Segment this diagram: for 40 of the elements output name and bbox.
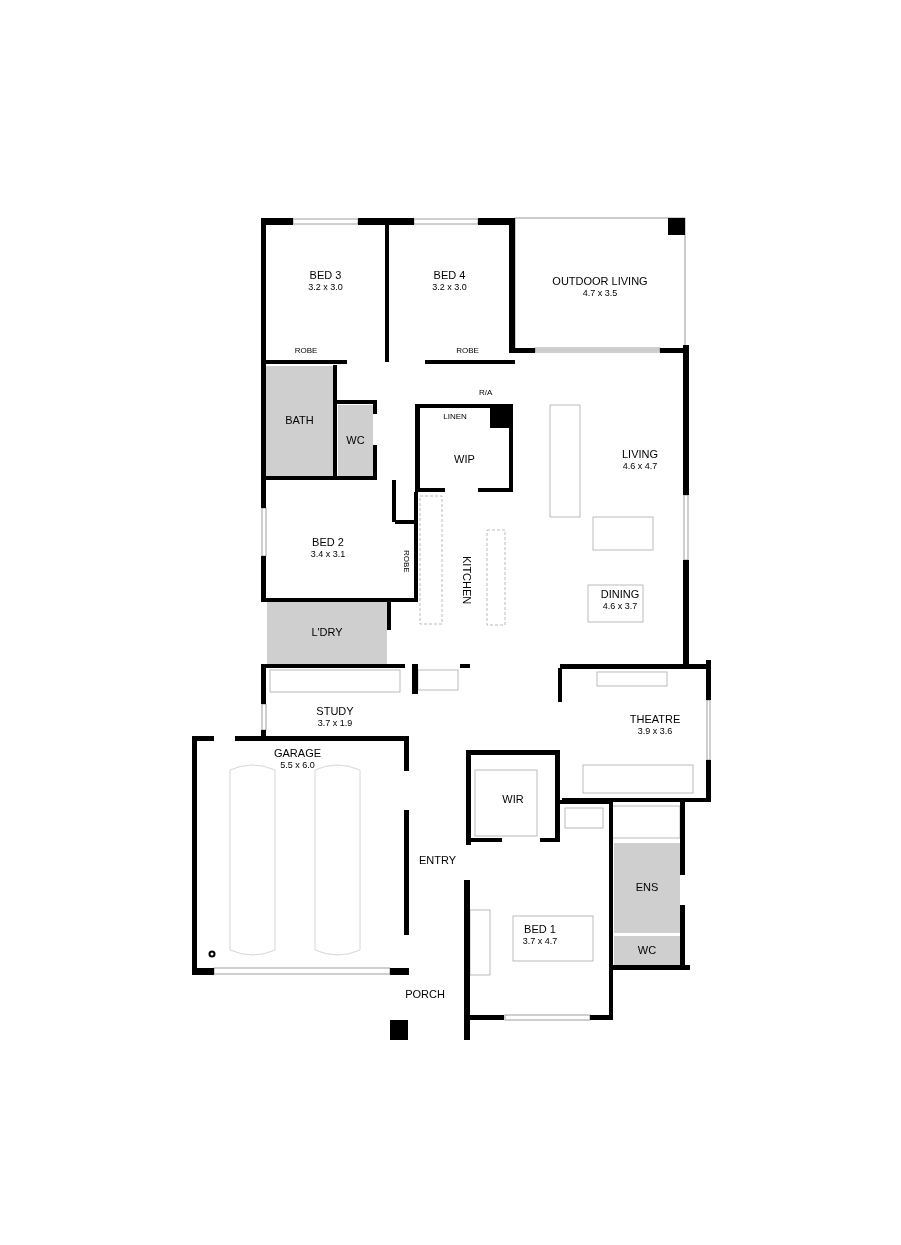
room-name: WC — [637, 943, 657, 958]
room-dimensions: 5.5 x 6.0 — [280, 760, 315, 772]
wet-room — [267, 602, 387, 664]
room-dimensions: 3.2 x 3.0 — [432, 282, 467, 294]
room-dimensions: 3.2 x 3.0 — [308, 282, 343, 294]
return-air-label: R/A — [479, 389, 493, 397]
room-dimensions: 4.7 x 3.5 — [582, 288, 618, 300]
room-name: STUDY — [316, 704, 354, 719]
room-dimensions: 4.6 x 4.7 — [622, 461, 658, 473]
room-name: BED 3 — [309, 268, 342, 283]
room-name: LIVING — [621, 447, 659, 462]
room-name: OUTDOOR LIVING — [552, 274, 648, 289]
room-name: ROBE — [401, 549, 411, 573]
room-name: BATH — [285, 414, 314, 428]
room-name: ROBE — [456, 345, 479, 356]
room-name: WIP — [454, 453, 475, 467]
room-name: THEATRE — [629, 712, 681, 727]
room-name: ENTRY — [418, 854, 457, 868]
room-name: BED 2 — [312, 535, 344, 550]
room-name: BED 1 — [524, 922, 556, 937]
room-name: PORCH — [405, 988, 445, 1002]
room-name: GARAGE — [273, 746, 322, 761]
room-dimensions: 3.7 x 4.7 — [522, 936, 558, 948]
room-name: LINEN — [443, 412, 467, 422]
room-name: KITCHEN — [459, 555, 473, 605]
wet-room — [266, 366, 333, 476]
room-name: L'DRY — [311, 626, 343, 640]
wet-room — [338, 405, 373, 476]
wet-room — [614, 843, 680, 933]
room-name: WIR — [502, 793, 524, 807]
room-dimensions: 3.4 x 3.1 — [310, 549, 346, 561]
room-dimensions: 3.7 x 1.9 — [317, 718, 353, 730]
room-name: ENS — [635, 881, 659, 895]
wet-room — [614, 936, 680, 965]
room-name: BED 4 — [433, 268, 466, 283]
room-dimensions: 4.6 x 3.7 — [602, 601, 638, 613]
room-name: ROBE — [294, 345, 318, 356]
room-dimensions: 3.9 x 3.6 — [637, 726, 673, 738]
room-name: WC — [346, 433, 365, 448]
room-name: DINING — [600, 587, 640, 602]
